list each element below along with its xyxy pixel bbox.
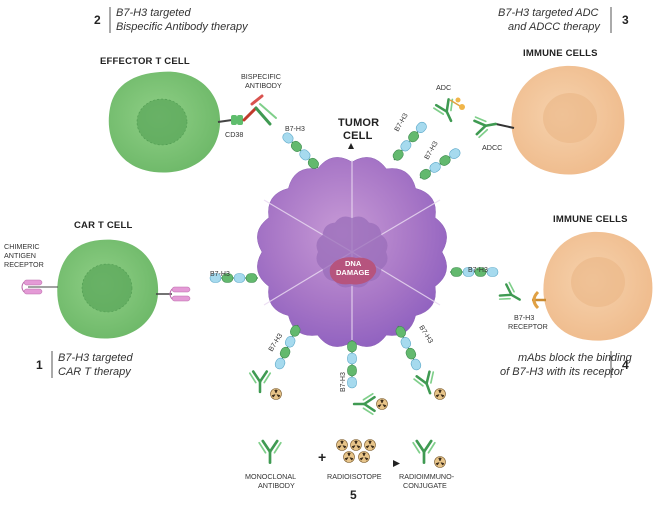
panel-1-caption: 1 B7-H3 targeted CAR T therapy (36, 351, 133, 378)
dna-damage-zone (329, 257, 377, 285)
svg-text:CAR T therapy: CAR T therapy (58, 366, 132, 378)
mono-label-1: MONOCLONAL (245, 472, 296, 481)
bispecific-antibody (242, 94, 277, 126)
b7h3-receptor-label-1: B7-H3 (514, 313, 534, 322)
chimeric-label-2: ANTIGEN (4, 251, 36, 260)
cd38-label: CD38 (225, 130, 243, 139)
radioisotope-icon (364, 439, 376, 451)
radioisotope-icon (350, 439, 362, 451)
conjugate-label-2: CONJUGATE (403, 481, 447, 490)
b7h3-receptor (532, 290, 546, 310)
svg-text:B7-H3: B7-H3 (340, 372, 347, 392)
panel-2-caption: 2 B7-H3 targeted Bispecific Antibody the… (94, 7, 249, 33)
svg-text:and ADCC therapy: and ADCC therapy (508, 21, 601, 33)
mono-label-2: ANTIBODY (258, 481, 295, 490)
svg-text:4: 4 (622, 358, 629, 372)
svg-text:2: 2 (94, 13, 101, 27)
chimeric-label-3: RECEPTOR (4, 260, 44, 269)
svg-text:B7-H3 targeted: B7-H3 targeted (58, 352, 133, 364)
immune-cells-right-title: IMMUNE CELLS (553, 214, 628, 225)
panel-3-caption: B7-H3 targeted ADC and ADCC therapy 3 (498, 7, 629, 33)
svg-text:B7-H3: B7-H3 (424, 140, 440, 161)
radioimmunoconjugates (248, 369, 446, 416)
effector-t-cell (108, 71, 221, 173)
b7h3-chain-icon (273, 322, 303, 372)
b7h3-chain-icon (280, 130, 322, 172)
svg-text:B7-H3: B7-H3 (394, 112, 410, 133)
car-t-cell-title: CAR T CELL (74, 220, 132, 231)
panel-5-equation: + (257, 439, 446, 468)
b7h3-chain-icon (393, 323, 423, 373)
immune-cell-top (511, 65, 625, 175)
radioisotope-icon (343, 451, 355, 463)
radioisotope-icon (336, 439, 348, 451)
antibody-icon (352, 392, 376, 416)
cd38-receptor (217, 115, 243, 125)
svg-text:B7-H3: B7-H3 (468, 267, 488, 274)
tumor-pointer-icon (348, 143, 354, 149)
panel-4-caption: mAbs block the binding of B7-H3 with its… (500, 351, 633, 378)
car-receptor-icon (156, 286, 191, 302)
chimeric-label-1: CHIMERIC (4, 242, 40, 251)
bispecific-label-1: BISPECIFIC (241, 72, 281, 81)
dna-label-1: DNA (345, 259, 362, 268)
adc-label: ADC (436, 83, 451, 92)
svg-text:B7-H3: B7-H3 (285, 126, 305, 133)
radioisotope-icon (434, 456, 446, 468)
b7h3-chain-icon (346, 339, 358, 389)
immune-cell-right (543, 231, 653, 341)
antibody-icon (257, 439, 283, 464)
adcc-antibody (472, 112, 515, 139)
effector-t-cell-title: EFFECTOR T CELL (100, 56, 190, 67)
b7h3-receptor-label-2: RECEPTOR (508, 322, 548, 331)
svg-text:mAbs block the binding: mAbs block the binding (518, 352, 633, 364)
dna-label-2: DAMAGE (336, 268, 369, 277)
radioisotope-icon (270, 388, 282, 400)
svg-text:1: 1 (36, 358, 43, 372)
plus-sign: + (318, 449, 326, 465)
radioisotope-icon (434, 388, 446, 400)
tumor-title-2: CELL (343, 130, 373, 142)
svg-text:Bispecific Antibody therapy: Bispecific Antibody therapy (116, 21, 249, 33)
car-t-cell (57, 239, 159, 339)
adc-antibody (431, 96, 465, 127)
antibody-icon (248, 370, 272, 394)
tumor-title-1: TUMOR (338, 117, 379, 129)
radioisotope-icon (358, 451, 370, 463)
svg-text:B7-H3 targeted: B7-H3 targeted (116, 7, 191, 19)
bispecific-label-2: ANTIBODY (245, 81, 282, 90)
svg-text:B7-H3: B7-H3 (210, 271, 230, 278)
immune-cells-top-title: IMMUNE CELLS (523, 48, 598, 59)
blocking-antibody-icon (497, 280, 526, 310)
radioisotope-icon (376, 398, 388, 410)
svg-text:3: 3 (622, 13, 629, 27)
svg-text:B7-H3 targeted ADC: B7-H3 targeted ADC (498, 7, 599, 19)
radioisotope-label: RADIOISOTOPE (327, 472, 382, 481)
svg-text:B7-H3: B7-H3 (417, 324, 434, 345)
antibody-icon (411, 439, 437, 464)
arrow-icon (393, 460, 400, 467)
conjugate-label-1: RADIOIMMUNO- (399, 472, 455, 481)
svg-text:of B7-H3 with its receptor: of B7-H3 with its receptor (500, 366, 625, 378)
panel-5-number: 5 (350, 488, 357, 502)
adcc-label: ADCC (482, 143, 502, 152)
b7h3-chain-icon (416, 146, 463, 183)
tumor-cell (257, 157, 447, 347)
car-receptor-legend-icon (21, 279, 58, 295)
